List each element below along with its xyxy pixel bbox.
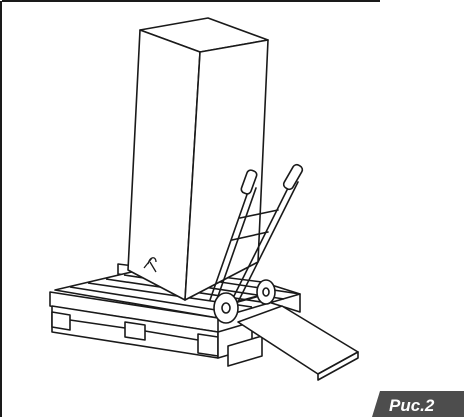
loading-ramp bbox=[237, 305, 359, 381]
hand-truck bbox=[209, 163, 304, 324]
handling-symbol-icon bbox=[143, 257, 157, 273]
frame-border bbox=[0, 0, 380, 417]
cabinet-box bbox=[127, 17, 269, 301]
figure-label: Рис.2 bbox=[389, 396, 435, 415]
figure-badge: Рис.2 bbox=[372, 391, 464, 417]
figure-badge-background bbox=[372, 391, 464, 417]
